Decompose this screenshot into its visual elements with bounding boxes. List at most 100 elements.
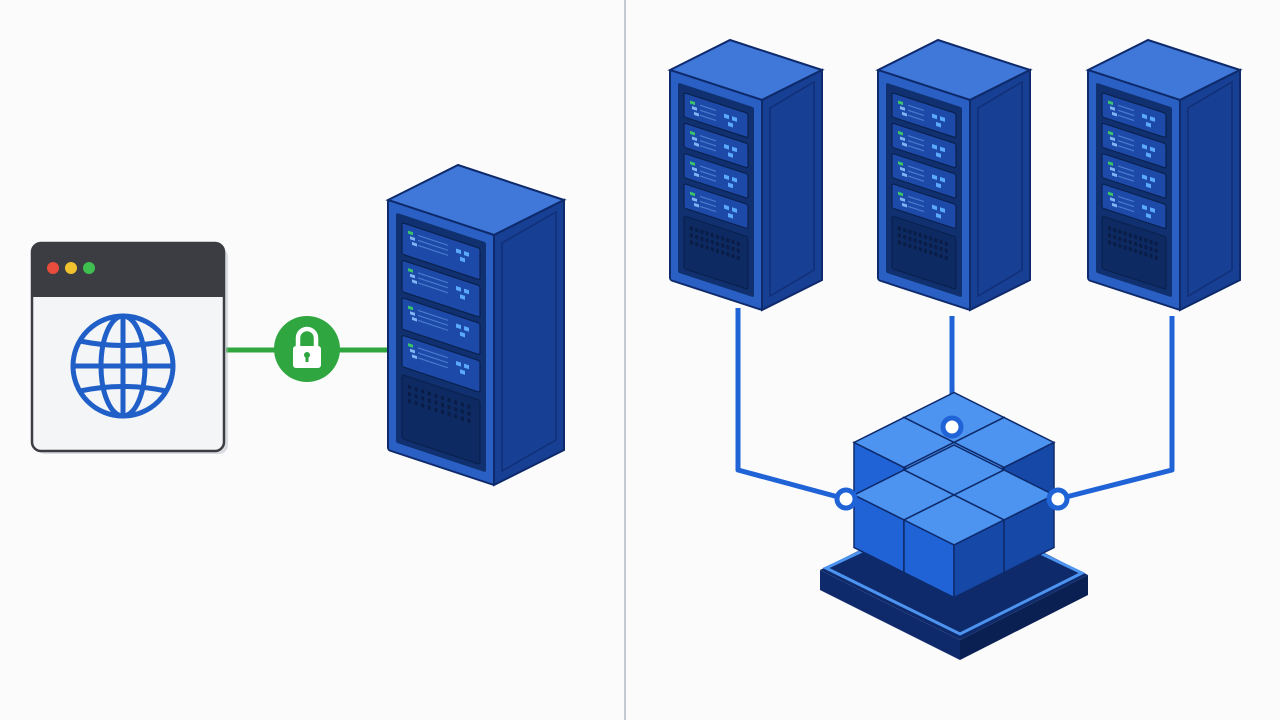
status-led [410,311,415,316]
status-led [694,202,699,208]
status-led [690,161,695,166]
server-unit [1101,122,1167,169]
storage-block [902,494,1006,599]
status-led [732,176,737,183]
status-led [464,326,469,332]
status-led [932,143,937,150]
server-vent [891,215,957,290]
status-led [460,256,465,263]
status-led [932,204,937,211]
server-unit [891,92,957,138]
status-led [408,230,413,236]
status-led [1142,174,1147,180]
status-led [692,106,697,111]
status-led [940,207,945,213]
status-led [1108,161,1113,166]
server-unit [401,222,481,280]
status-led [936,182,941,189]
server-unit [1101,153,1167,199]
status-led [1112,111,1117,117]
status-led [940,146,945,153]
server-vent [1101,215,1167,290]
status-led [1150,207,1155,213]
status-led [900,166,905,172]
status-led [936,121,941,128]
status-led [1146,121,1151,128]
status-led [460,369,465,375]
status-led [728,182,733,189]
status-led [694,142,699,147]
block-cluster-icon [852,391,1056,599]
status-led [412,241,417,247]
status-led [898,130,903,136]
status-led [408,305,413,311]
status-led [1108,130,1113,136]
status-led [728,121,733,128]
status-led [940,116,945,122]
window-maximize-dot [83,262,95,274]
server-rack-icon [385,163,567,487]
connector-node-top [940,415,964,439]
server-unit [891,183,957,229]
status-led [456,248,461,255]
status-led [456,360,461,367]
status-led [1110,136,1115,142]
server-unit [401,297,481,355]
status-led [690,100,695,106]
status-led [1146,212,1151,219]
server-unit [1101,92,1167,138]
status-led [410,236,415,241]
status-led [692,166,697,172]
status-led [408,343,413,348]
server-unit [1101,183,1167,229]
connector-line-3 [1061,316,1175,501]
status-led [410,348,415,354]
status-led [732,207,737,213]
status-led [1142,143,1147,150]
status-led [902,111,907,117]
status-led [902,142,907,147]
status-led [1108,191,1113,197]
status-led [694,172,699,178]
status-led [936,152,941,158]
status-led [460,294,465,300]
server-unit [401,260,481,318]
window-minimize-dot [65,262,77,274]
server-vent [683,215,749,290]
status-led [1142,204,1147,211]
status-led [902,172,907,178]
status-led [932,174,937,180]
status-led [1146,152,1151,158]
status-led [732,146,737,153]
status-led [456,285,461,292]
status-led [456,323,461,330]
server-unit [683,122,749,169]
status-led [728,212,733,219]
status-led [1108,100,1113,106]
status-led [694,111,699,117]
server-rack-icon [667,38,825,312]
status-led [692,197,697,202]
right-panel [667,38,1243,660]
status-led [900,136,905,142]
server-unit [683,92,749,138]
status-led [464,363,469,370]
status-led [464,288,469,295]
status-led [1146,182,1151,189]
status-led [898,191,903,197]
status-led [724,113,729,120]
status-led [460,331,465,338]
left-panel [30,163,567,487]
status-led [690,130,695,136]
padlock-icon [274,316,340,382]
status-led [410,273,415,279]
web-server [385,163,567,487]
server-rack-icon [875,38,1033,312]
status-led [724,143,729,150]
server-unit [891,122,957,169]
status-led [732,116,737,122]
status-led [1110,197,1115,202]
connector-node-right [1046,487,1070,511]
window-close-dot [47,262,59,274]
